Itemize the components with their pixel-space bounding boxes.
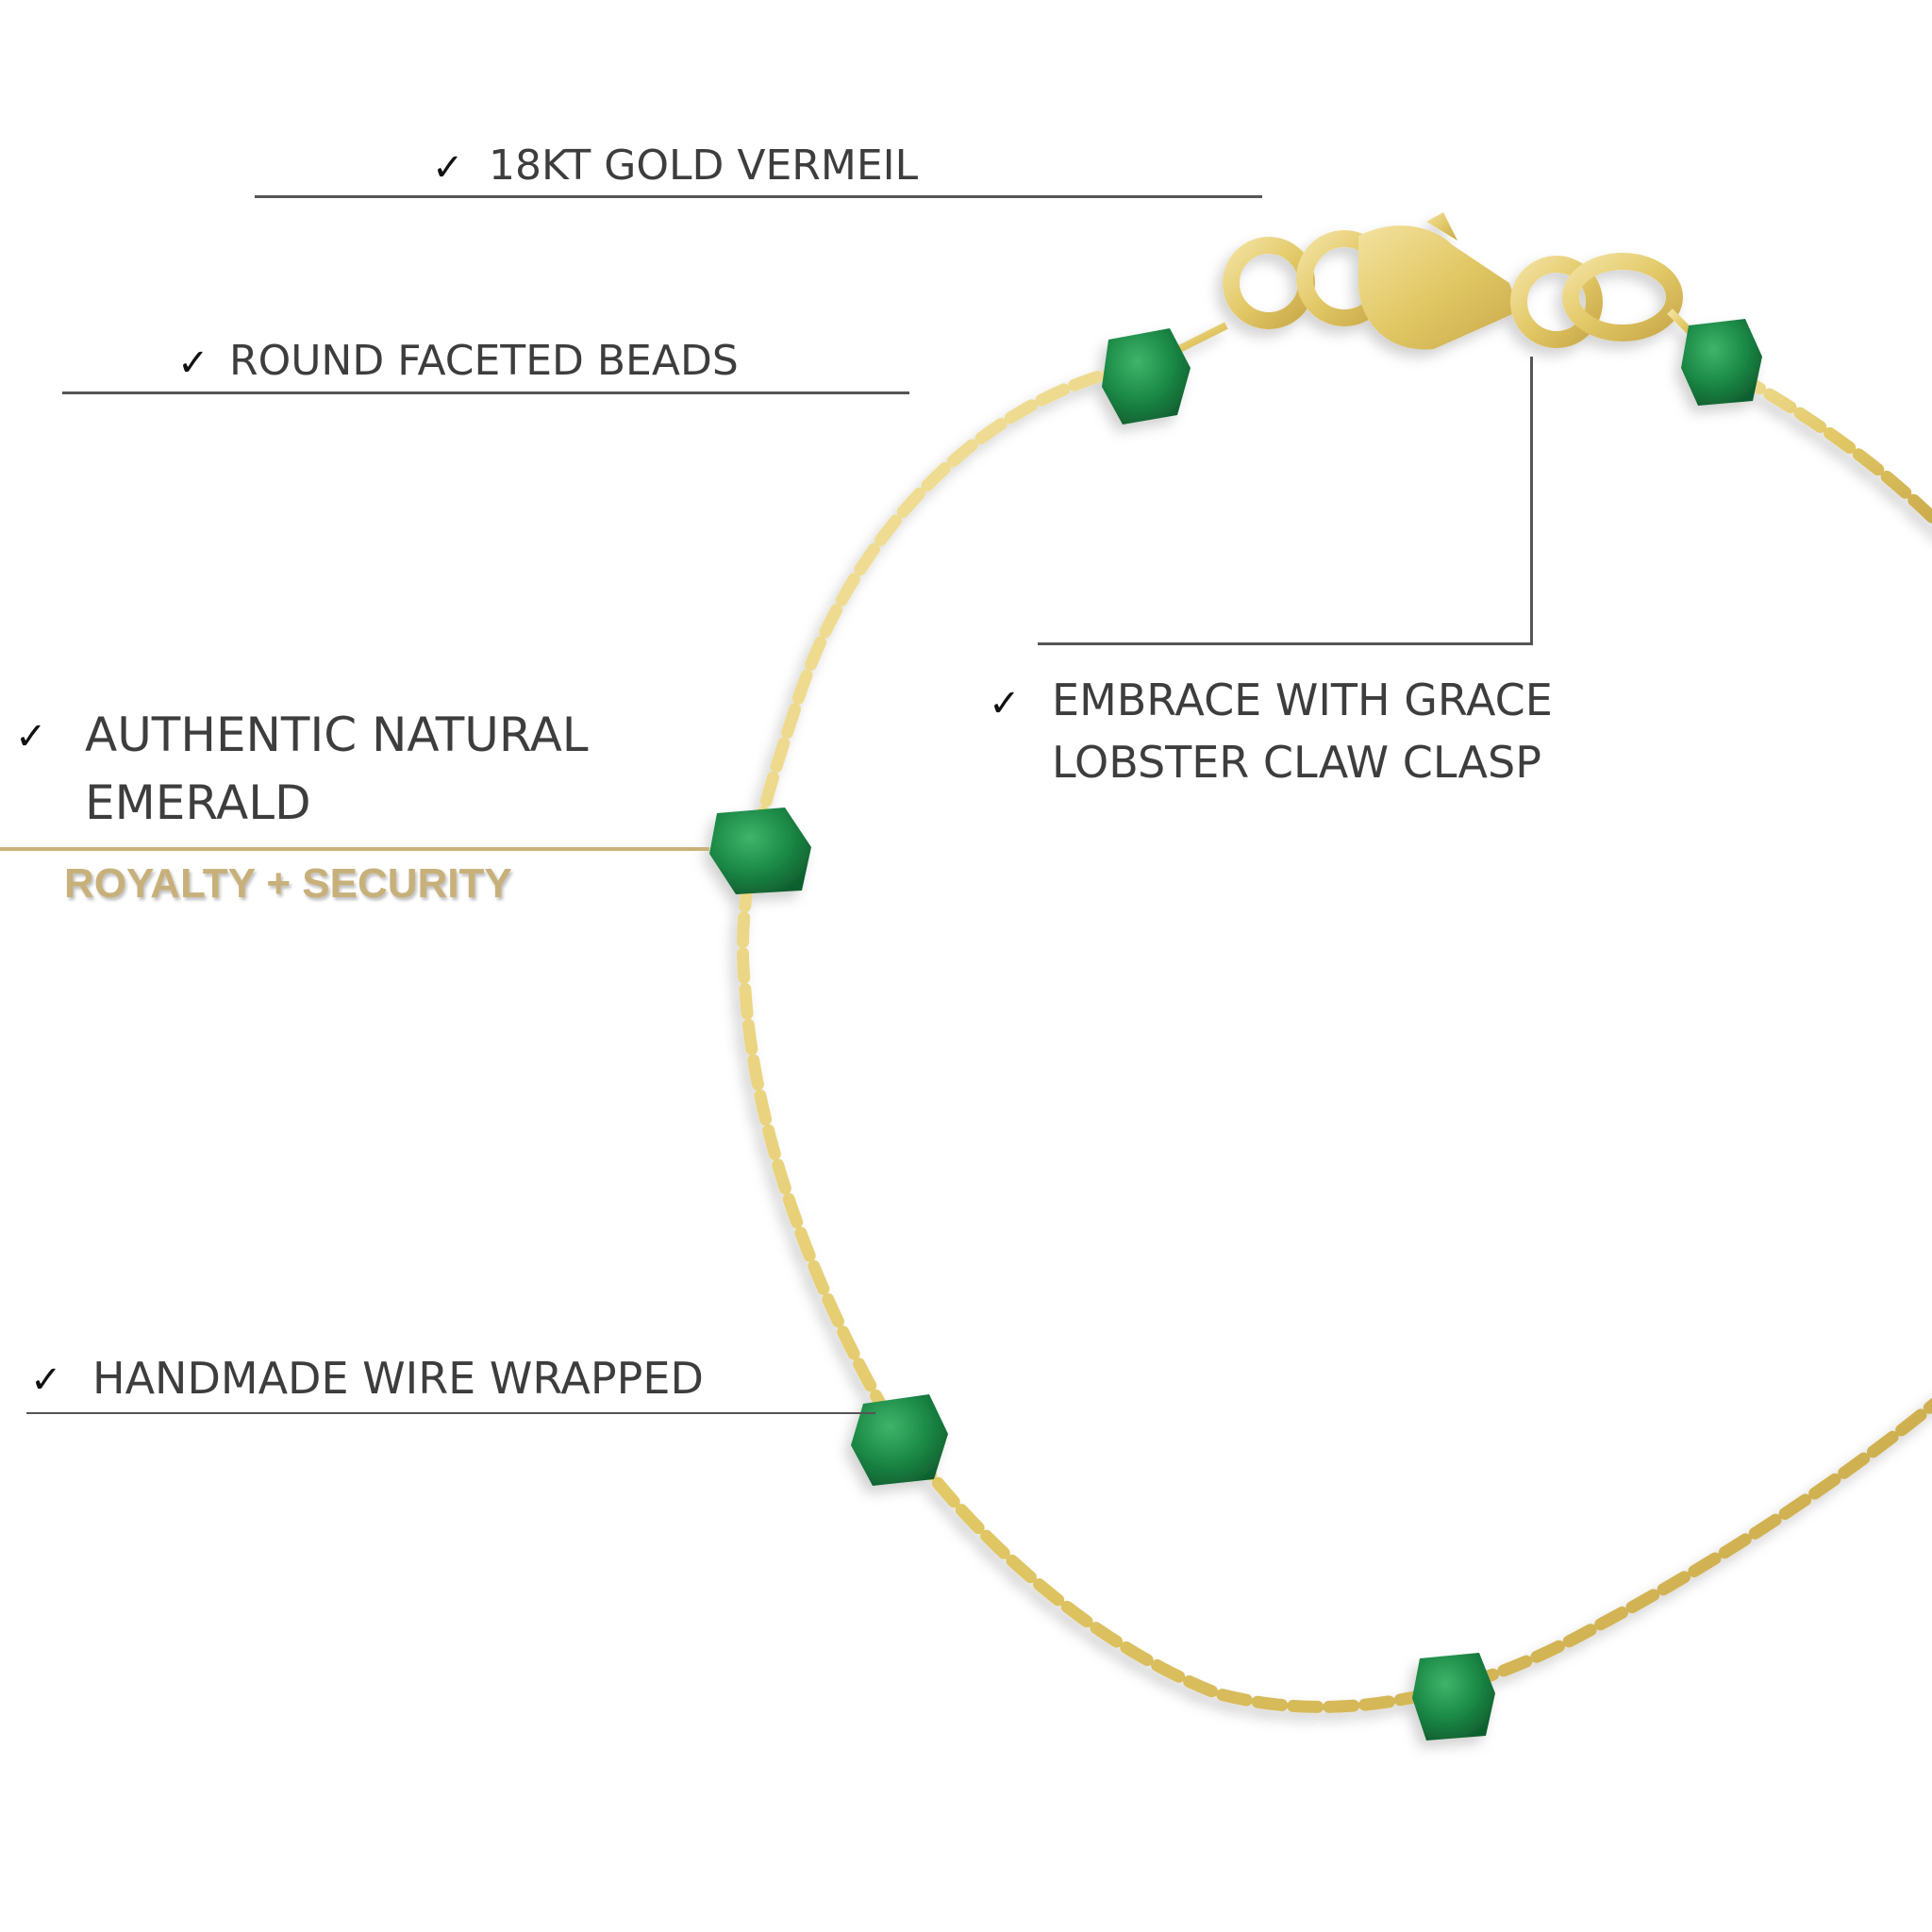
emerald-bead [709, 808, 811, 894]
emerald-bead [1102, 328, 1191, 425]
callout-wire-wrapped: HANDMADE WIRE WRAPPED [92, 1353, 704, 1404]
callout-line-gold [0, 847, 709, 851]
callout-line [62, 391, 909, 394]
check-icon: ✓ [177, 341, 209, 385]
emerald-bead [851, 1394, 948, 1486]
callout-clasp-line1: EMBRACE WITH GRACE [1052, 675, 1553, 725]
check-icon: ✓ [30, 1358, 62, 1402]
callout-line [255, 195, 1262, 198]
callout-line-vertical [1530, 357, 1533, 645]
tagline: ROYALTY + SECURITY [64, 860, 512, 907]
callout-faceted-beads: ROUND FACETED BEADS [229, 337, 739, 385]
callout-natural-emerald-line2: EMERALD [85, 775, 311, 830]
check-icon: ✓ [15, 715, 47, 758]
callout-line [26, 1412, 875, 1414]
callout-gold-vermeil: 18KT GOLD VERMEIL [489, 142, 919, 190]
callout-clasp-line2: LOBSTER CLAW CLASP [1052, 737, 1541, 788]
chain [736, 361, 1932, 1713]
emerald-bead [1681, 319, 1762, 406]
check-icon: ✓ [432, 146, 464, 190]
callout-natural-emerald-line1: AUTHENTIC NATURAL [85, 708, 589, 762]
emerald-bead [1412, 1653, 1495, 1740]
check-icon: ✓ [989, 682, 1021, 725]
callout-line [1038, 642, 1533, 645]
